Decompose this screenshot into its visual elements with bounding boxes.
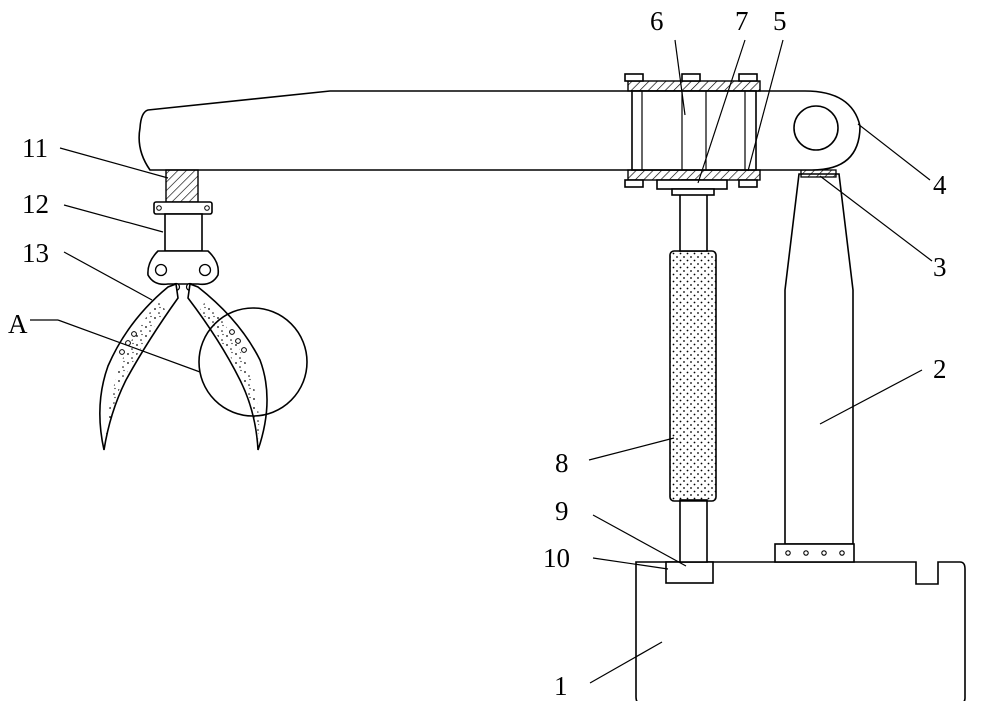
label-9: 9 bbox=[555, 496, 569, 526]
label-3: 3 bbox=[933, 252, 947, 282]
label-8: 8 bbox=[555, 448, 569, 478]
rotary-joint-part-12 bbox=[153, 201, 213, 252]
gripper-jaw-left bbox=[99, 282, 179, 451]
label-a: A bbox=[8, 309, 28, 339]
label-7: 7 bbox=[735, 6, 749, 36]
label-11: 11 bbox=[22, 133, 48, 163]
label-13: 13 bbox=[22, 238, 49, 268]
label-12: 12 bbox=[22, 189, 49, 219]
gripper-jaw-right bbox=[187, 282, 268, 451]
clamp-ring-part-6 bbox=[627, 80, 761, 181]
lower-rod-part-9 bbox=[679, 499, 708, 563]
gripper-head-part-13 bbox=[147, 250, 220, 292]
detail-circle-a bbox=[198, 307, 308, 417]
mount-block-part-10 bbox=[665, 561, 714, 584]
label-4: 4 bbox=[933, 170, 947, 200]
connector-plate-part-7 bbox=[656, 179, 728, 196]
label-1: 1 bbox=[554, 671, 568, 701]
label-2: 2 bbox=[933, 354, 947, 384]
arm-connector-part-11 bbox=[165, 169, 199, 203]
labels: 11 12 13 A 6 7 5 4 3 2 8 9 10 1 bbox=[8, 6, 947, 701]
label-6: 6 bbox=[650, 6, 664, 36]
column-part-2 bbox=[774, 173, 855, 563]
cylinder-part-8 bbox=[669, 250, 717, 502]
label-5: 5 bbox=[773, 6, 787, 36]
label-10: 10 bbox=[543, 543, 570, 573]
leader-lines bbox=[30, 39, 933, 684]
pivot-hole-part-4 bbox=[793, 105, 839, 151]
upper-rod bbox=[679, 185, 708, 252]
pivot-pad-part-3 bbox=[800, 169, 837, 178]
